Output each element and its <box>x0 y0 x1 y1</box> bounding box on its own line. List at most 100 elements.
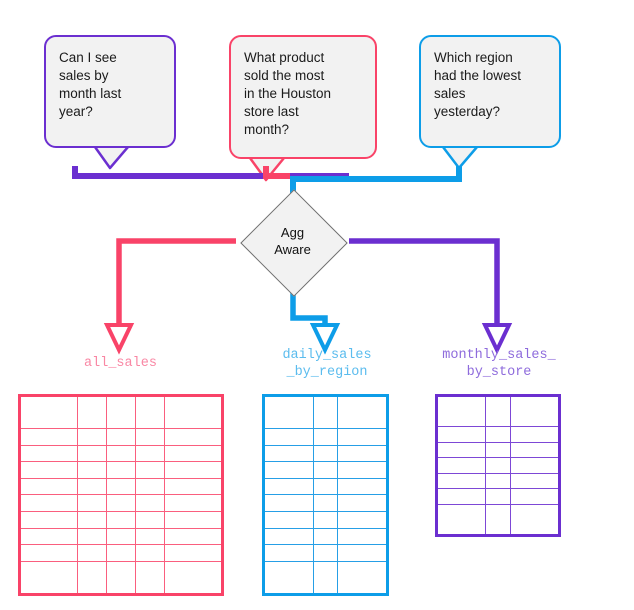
wire-blue-diamond-to-table <box>290 287 328 326</box>
table-cell <box>485 426 511 443</box>
question-bubble-3[interactable]: Which region had the lowest sales yester… <box>419 35 561 148</box>
table-cell <box>485 488 511 505</box>
table-cell <box>19 560 78 596</box>
table-cell <box>337 477 388 496</box>
table-cell <box>164 544 223 562</box>
table-all-sales[interactable] <box>18 394 224 596</box>
table-cell <box>135 444 165 463</box>
table-cell <box>19 494 78 513</box>
table-cell <box>19 444 78 463</box>
table-cell <box>106 494 136 513</box>
table-cell <box>19 394 78 430</box>
table-cell <box>135 560 165 596</box>
table-cell <box>435 441 487 459</box>
table-row <box>263 544 388 562</box>
table-cell <box>509 457 561 474</box>
wire-purple-diamond-to-table <box>349 238 500 326</box>
table-daily-sales-by-region[interactable] <box>262 394 389 596</box>
table-cell <box>435 426 487 443</box>
table-cell <box>77 544 107 562</box>
table-cell <box>106 560 136 596</box>
table-cell <box>337 494 388 513</box>
table-cell <box>509 394 561 428</box>
agg-aware-node[interactable]: Agg Aware <box>236 185 349 298</box>
table-cell <box>106 527 136 546</box>
question-bubble-2[interactable]: What product sold the most in the Housto… <box>229 35 377 159</box>
table-cell <box>435 457 487 474</box>
table-cell <box>509 441 561 459</box>
table-cell <box>312 511 339 529</box>
table-cell <box>106 477 136 496</box>
table-cell <box>509 488 561 505</box>
table-cell <box>135 394 165 430</box>
table-cell <box>164 511 223 529</box>
table-cell <box>135 544 165 562</box>
table-cell <box>263 394 314 430</box>
table-cell <box>485 394 511 428</box>
table-cell <box>312 527 339 546</box>
table-cell <box>135 428 165 446</box>
table-cell <box>164 527 223 546</box>
table-row <box>263 461 388 479</box>
table-cell <box>509 426 561 443</box>
table-cell <box>485 472 511 490</box>
table-cell <box>164 444 223 463</box>
table-row <box>19 544 223 562</box>
table-cell <box>77 511 107 529</box>
table-cell <box>106 428 136 446</box>
table-row <box>263 527 388 546</box>
table-caption-daily-sales-by-region: daily_sales _by_region <box>282 348 372 381</box>
table-cell <box>435 394 487 428</box>
table-row <box>435 394 561 428</box>
table-cell <box>435 488 487 505</box>
wire-blue-q3-to-daily <box>290 166 462 196</box>
table-row <box>19 461 223 479</box>
table-row <box>19 494 223 513</box>
table-row <box>435 503 561 537</box>
table-cell <box>106 511 136 529</box>
table-cell <box>485 503 511 537</box>
table-row <box>435 426 561 443</box>
table-cell <box>106 394 136 430</box>
table-cell <box>263 560 314 596</box>
table-cell <box>263 544 314 562</box>
table-cell <box>135 477 165 496</box>
table-cell <box>106 461 136 479</box>
table-cell <box>19 511 78 529</box>
table-row <box>19 511 223 529</box>
table-cell <box>164 394 223 430</box>
table-cell <box>485 457 511 474</box>
table-cell <box>135 511 165 529</box>
table-cell <box>77 494 107 513</box>
table-row <box>19 394 223 430</box>
table-cell <box>106 544 136 562</box>
table-row <box>435 472 561 490</box>
table-row <box>263 511 388 529</box>
table-cell <box>135 494 165 513</box>
table-cell <box>19 428 78 446</box>
table-cell <box>263 527 314 546</box>
table-cell <box>77 394 107 430</box>
table-cell <box>263 511 314 529</box>
table-cell <box>337 544 388 562</box>
wire-pink-q2-to-all-sales <box>263 166 290 179</box>
table-row <box>435 441 561 459</box>
table-row <box>19 477 223 496</box>
arrowhead-blue <box>309 323 341 355</box>
table-cell <box>77 527 107 546</box>
table-cell <box>164 477 223 496</box>
table-row <box>263 428 388 446</box>
table-caption-monthly-sales-by-store: monthly_sales_ by_store <box>442 348 556 381</box>
table-row <box>435 488 561 505</box>
table-cell <box>263 444 314 463</box>
table-cell <box>263 461 314 479</box>
table-cell <box>337 560 388 596</box>
table-cell <box>19 461 78 479</box>
arrowhead-purple <box>481 323 513 355</box>
table-row <box>19 560 223 596</box>
table-cell <box>164 428 223 446</box>
table-cell <box>435 472 487 490</box>
question-bubble-1[interactable]: Can I see sales by month last year? <box>44 35 176 148</box>
table-monthly-sales-by-store[interactable] <box>435 394 561 537</box>
